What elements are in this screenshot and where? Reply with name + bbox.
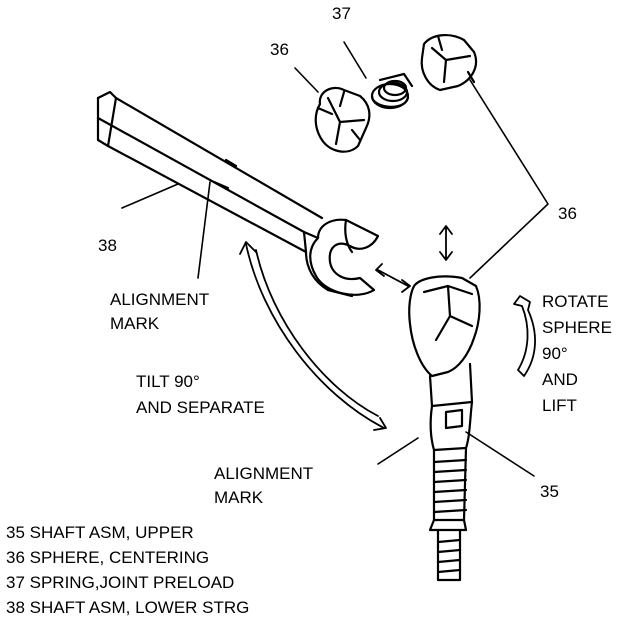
direction-arrows: [239, 225, 536, 431]
callout-36-top: 36: [270, 40, 289, 59]
rotate-label-line5: LIFT: [542, 396, 577, 415]
alignment-mark-lower-line2: MARK: [214, 488, 264, 507]
centering-sphere-left: [314, 86, 371, 153]
lower-shaft-38: [96, 90, 380, 298]
rotate-label-line4: AND: [542, 370, 578, 389]
callout-36-right: 36: [558, 204, 577, 223]
callout-35: 35: [540, 482, 559, 501]
callout-37: 37: [332, 4, 351, 23]
alignment-mark-upper-line1: ALIGNMENT: [110, 290, 210, 309]
tilt-label-line2: AND SEPARATE: [136, 398, 265, 417]
alignment-mark-upper-line2: MARK: [110, 314, 160, 333]
leader-lines: [121, 41, 549, 477]
alignment-mark-lower-line1: ALIGNMENT: [214, 464, 314, 483]
upper-shaft-35: [408, 275, 481, 582]
rotate-label-line2: SPHERE: [542, 318, 612, 337]
centering-sphere-right: [420, 34, 478, 92]
legend-item: 38 SHAFT ASM, LOWER STRG: [6, 598, 250, 617]
legend-item: 36 SPHERE, CENTERING: [6, 548, 210, 567]
rotate-label-line1: ROTATE: [542, 292, 609, 311]
preload-spring: [370, 72, 414, 110]
tilt-label-line1: TILT 90°: [136, 372, 200, 391]
rotate-label-line3: 90°: [542, 344, 568, 363]
legend-item: 37 SPRING,JOINT PRELOAD: [6, 573, 235, 592]
callout-38: 38: [98, 236, 117, 255]
legend-item: 35 SHAFT ASM, UPPER: [6, 523, 194, 542]
